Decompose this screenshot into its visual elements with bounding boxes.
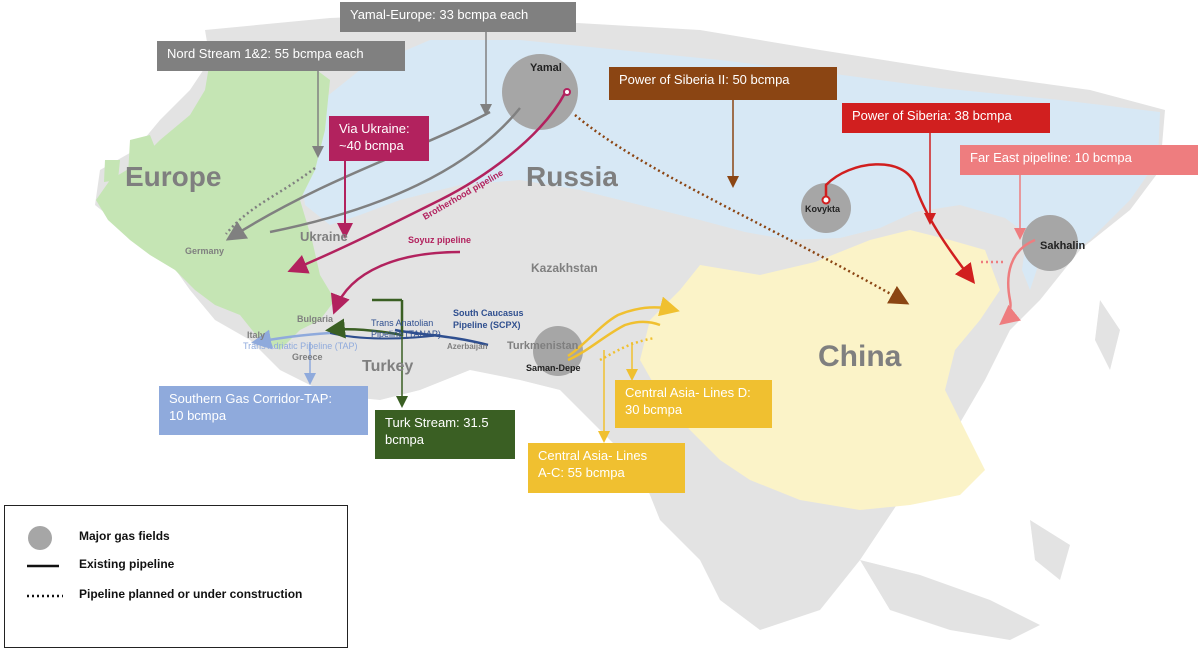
callout-central-asia-ac-line1: Central Asia- Lines: [538, 448, 648, 463]
pipeline-central-asia-ac-2: [567, 320, 661, 362]
label-azerbaijan: Azerbaijan: [447, 342, 488, 351]
pipeline-yamal-europe: [269, 107, 521, 234]
callout-southern-corridor: Southern Gas Corridor-TAP: 10 bcmpa: [159, 386, 368, 435]
callout-nord-stream: Nord Stream 1&2: 55 bcmpa each: [157, 41, 405, 71]
pipeline-soyuz: [330, 250, 461, 315]
legend-label-fields: Major gas fields: [79, 529, 170, 543]
pipeline-turk-stream: [325, 300, 404, 339]
region-china: [640, 230, 1000, 510]
pipeline-central-asia-ac: [567, 296, 680, 358]
legend-label-existing: Existing pipeline: [79, 557, 175, 571]
callout-southern-corridor-line2: 10 bcmpa: [169, 408, 227, 423]
callout-far-east-text: Far East pipeline: 10 bcmpa: [970, 150, 1132, 165]
callout-central-asia-d: Central Asia- Lines D: 30 bcmpa: [615, 380, 772, 428]
callout-central-asia-ac: Central Asia- Lines A-C: 55 bcmpa: [528, 443, 685, 493]
power-siberia-start: [821, 195, 831, 205]
callout-yamal-europe: Yamal-Europe: 33 bcmpa each: [340, 2, 576, 32]
callout-nord-stream-text: Nord Stream 1&2: 55 bcmpa each: [167, 46, 364, 61]
region-europe: [96, 45, 335, 350]
callout-central-asia-d-line1: Central Asia- Lines D:: [625, 385, 751, 400]
callout-southern-corridor-line1: Southern Gas Corridor-TAP:: [169, 391, 333, 406]
legend: Major gas fields Existing pipeline Pipel…: [4, 505, 348, 648]
label-europe: Europe: [125, 161, 221, 192]
label-turkmenistan: Turkmenistan: [507, 340, 579, 352]
legend-existing-line: [27, 564, 59, 568]
label-tap: Trans Adriatic Pipeline (TAP): [243, 341, 358, 351]
callout-via-ukraine: Via Ukraine: ~40 bcmpa: [329, 116, 429, 161]
callout-central-asia-ac-line2: A-C: 55 bcmpa: [538, 465, 625, 480]
pipeline-far-east: [999, 238, 1036, 326]
region-uk: [104, 135, 160, 198]
label-bulgaria: Bulgaria: [297, 314, 334, 324]
callout-power-siberia: Power of Siberia: 38 bcmpa: [842, 103, 1050, 133]
pipeline-central-asia-d: [599, 336, 656, 362]
callout-via-ukraine-line1: Via Ukraine:: [339, 121, 410, 136]
pipeline-power-siberia-2: [574, 114, 910, 305]
pipeline-brotherhood: [287, 92, 567, 274]
callout-central-asia-d-line2: 30 bcmpa: [625, 402, 683, 417]
callout-yamal-europe-text: Yamal-Europe: 33 bcmpa each: [350, 7, 529, 22]
callout-turk-stream-line1: Turk Stream: 31.5: [385, 415, 489, 430]
pipeline-power-siberia: [824, 163, 976, 284]
label-yamal: Yamal: [530, 62, 562, 74]
field-sakhalin-marker: [1022, 215, 1078, 271]
label-germany: Germany: [185, 246, 224, 256]
label-tanap-2: Pipeline (TANAP): [371, 329, 441, 339]
callout-turk-stream: Turk Stream: 31.5 bcmpa: [375, 410, 515, 459]
callout-power-siberia-text: Power of Siberia: 38 bcmpa: [852, 108, 1012, 123]
brotherhood-start: [563, 88, 571, 96]
label-kovykta: Kovykta: [805, 204, 841, 214]
label-greece: Greece: [292, 352, 323, 362]
callout-power-siberia-2: Power of Siberia II: 50 bcmpa: [609, 67, 837, 100]
callout-power-siberia-2-text: Power of Siberia II: 50 bcmpa: [619, 72, 790, 87]
label-sakhalin: Sakhalin: [1040, 240, 1086, 252]
landmass-sea-islands: [860, 300, 1120, 640]
label-soyuz: Soyuz pipeline: [408, 235, 471, 245]
field-kovykta-marker: [801, 183, 851, 233]
label-turkey: Turkey: [362, 358, 413, 375]
callout-via-ukraine-line2: ~40 bcmpa: [339, 138, 404, 153]
label-kazakhstan: Kazakhstan: [531, 261, 598, 275]
label-russia: Russia: [526, 161, 618, 192]
label-tanap-1: Trans Anatolian: [371, 318, 433, 328]
pipeline-tap: [251, 329, 331, 350]
callout-turk-stream-line2: bcmpa: [385, 432, 425, 447]
legend-field-marker: [28, 526, 52, 550]
field-yamal-marker: [502, 54, 578, 130]
label-italy: Italy: [247, 330, 265, 340]
label-scpx-2: Pipeline (SCPX): [453, 320, 521, 330]
label-china: China: [818, 340, 902, 373]
legend-label-planned: Pipeline planned or under construction: [79, 587, 303, 601]
label-saman-depe: Saman-Depe: [526, 363, 581, 373]
label-scpx-1: South Caucasus: [453, 308, 524, 318]
callout-far-east: Far East pipeline: 10 bcmpa: [960, 145, 1198, 175]
label-ukraine: Ukraine: [300, 229, 348, 244]
pipeline-nord-stream: [225, 110, 491, 241]
field-saman-depe-marker: [533, 326, 583, 376]
legend-planned-line: [27, 594, 63, 598]
